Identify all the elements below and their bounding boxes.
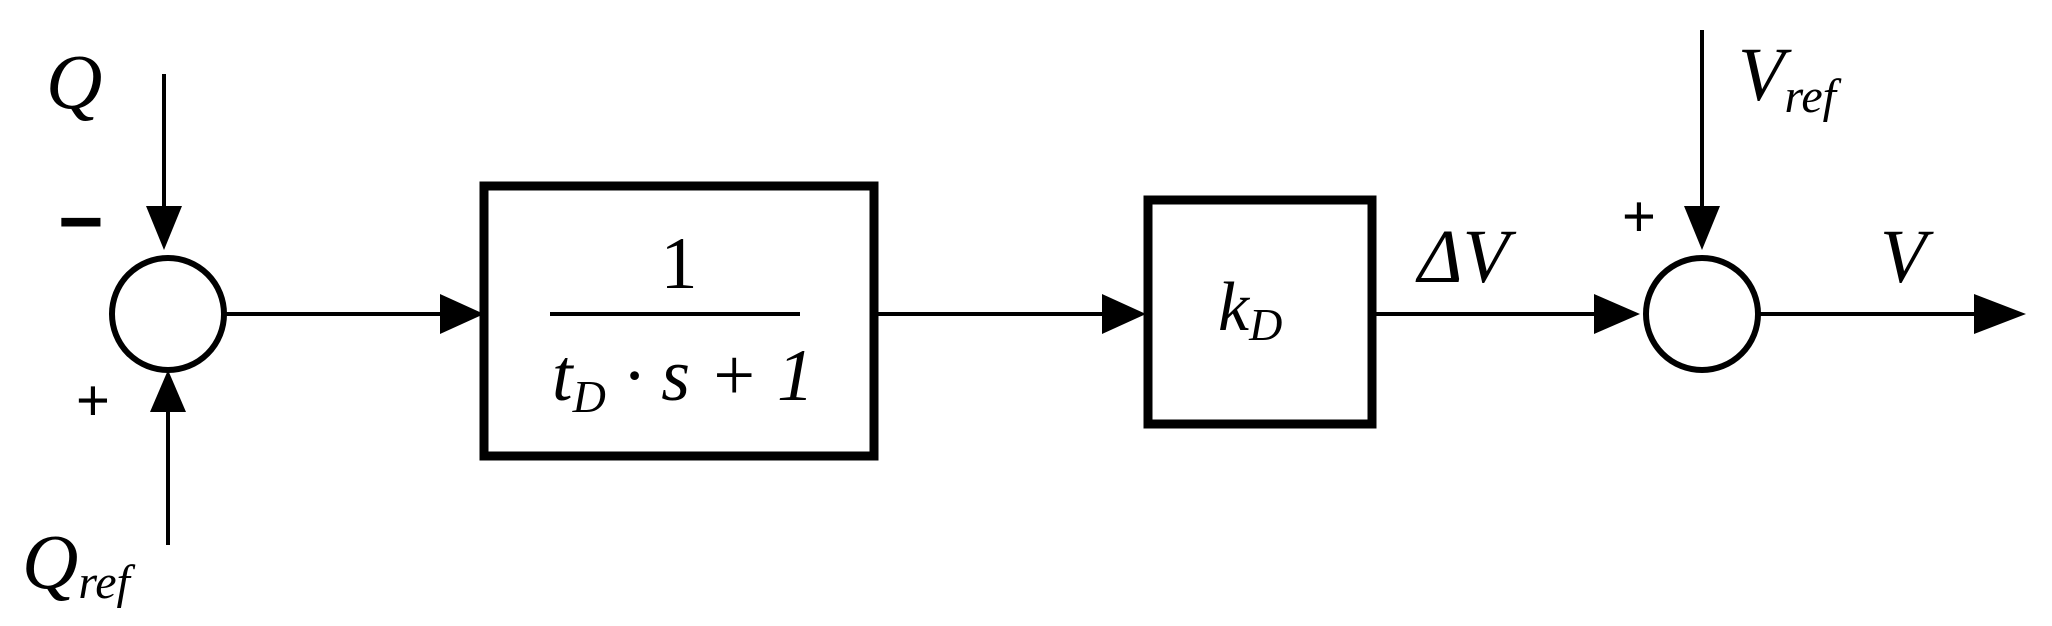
filter-numerator: 1 bbox=[661, 223, 698, 305]
qref-label-base: Q bbox=[22, 518, 78, 605]
summer1-plus-sign: + bbox=[76, 368, 110, 433]
qref-label-sub: ref bbox=[78, 556, 135, 609]
filter-denominator-t-sub: D bbox=[572, 371, 606, 422]
v-output-label: V bbox=[1880, 215, 1934, 299]
filter-to-gain-arrowhead bbox=[1102, 294, 1146, 334]
vref-label: Vref bbox=[1738, 33, 1842, 123]
gain-to-summer2-arrowhead bbox=[1594, 294, 1640, 334]
filter-block bbox=[479, 181, 879, 461]
qref-input-arrowhead bbox=[150, 370, 186, 412]
summer2-plus-sign: + bbox=[1622, 184, 1656, 249]
filter-denominator-rest: · s + 1 bbox=[606, 335, 814, 417]
gain-label-base: k bbox=[1218, 269, 1251, 346]
output-arrowhead bbox=[1974, 294, 2026, 334]
summer1-minus-sign: − bbox=[58, 177, 104, 265]
summer1-to-filter-arrowhead bbox=[440, 294, 484, 334]
qref-label: Qref bbox=[22, 518, 136, 609]
filter-denominator-t: t bbox=[552, 335, 575, 417]
summing-junction-1 bbox=[109, 255, 227, 373]
summing-junction-2 bbox=[1643, 255, 1761, 373]
q-label: Q bbox=[46, 38, 102, 125]
vref-input-arrowhead bbox=[1684, 206, 1720, 250]
gain-label: kD bbox=[1218, 269, 1282, 350]
delta-v-label: ΔV bbox=[1415, 215, 1517, 299]
q-input-arrowhead bbox=[146, 206, 182, 250]
vref-label-sub: ref bbox=[1784, 70, 1841, 123]
filter-denominator: tD · s + 1 bbox=[552, 335, 814, 422]
gain-label-sub: D bbox=[1248, 299, 1282, 350]
vref-label-base: V bbox=[1738, 33, 1792, 117]
gain-block bbox=[1143, 195, 1377, 429]
